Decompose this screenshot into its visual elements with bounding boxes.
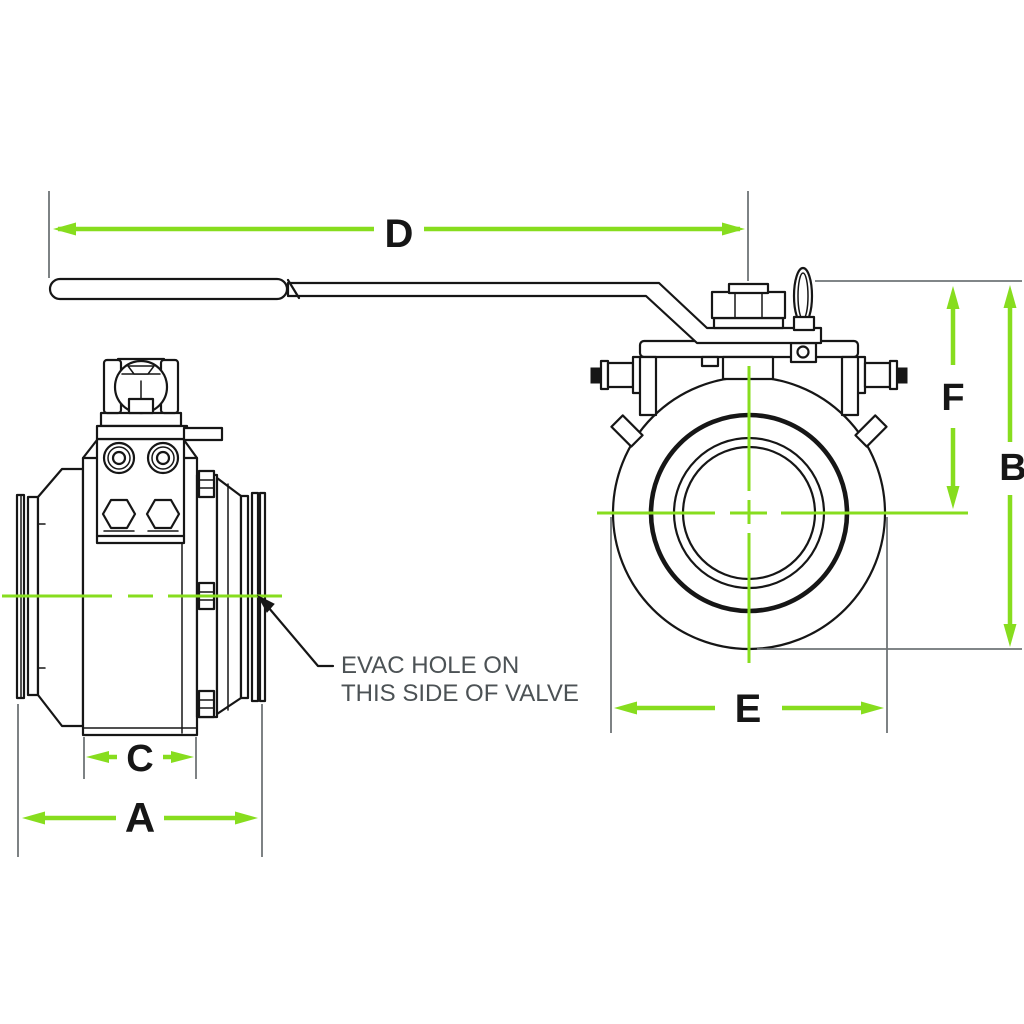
dimension-d: D: [48, 191, 749, 281]
socket-bolt-right: [146, 441, 180, 475]
leader-arrowhead: [256, 594, 275, 613]
handle-bar: [286, 281, 823, 345]
plate-stud-bottom: [197, 689, 216, 719]
stem-plate-lower: [95, 424, 189, 441]
plate-stud-top: [197, 469, 216, 499]
clip-hole-tab: [789, 341, 818, 364]
handle: [48, 277, 823, 345]
dimension-f: F: [941, 286, 965, 509]
bracket-arm: [182, 426, 224, 442]
diagonal-bolt-right: [854, 414, 888, 448]
dim-label-d: D: [385, 212, 414, 256]
dim-label-c: C: [126, 738, 153, 780]
bracket-tab: [700, 355, 720, 368]
dim-label-b: B: [999, 447, 1024, 489]
note-line-2: THIS SIDE OF VALVE: [341, 680, 579, 707]
stem-plate-upper: [99, 411, 183, 428]
dimension-c: C: [83, 737, 197, 780]
note-callout: EVAC HOLE ON THIS SIDE OF VALVE: [256, 594, 579, 707]
side-bolt-right: [854, 355, 908, 395]
nut-washer: [712, 316, 785, 330]
socket-bolt-left: [102, 441, 136, 475]
dim-label-a: A: [125, 794, 155, 841]
side-view: [15, 357, 267, 737]
dim-label-e: E: [735, 687, 762, 731]
dimension-a: A: [17, 704, 263, 857]
stem-tip: [727, 282, 770, 295]
hex-bolt-right: [145, 498, 181, 532]
dim-label-f: F: [941, 377, 964, 419]
centerlines: [2, 366, 968, 663]
side-bolt-left: [590, 355, 644, 395]
nut-hex: [710, 290, 787, 320]
stem-nut: [710, 282, 787, 330]
dimension-e: E: [610, 517, 888, 733]
leader-line: [261, 599, 335, 668]
handle-grip: [48, 277, 289, 301]
bracket-leg-left: [638, 355, 658, 417]
note-line-1: EVAC HOLE ON: [341, 652, 519, 679]
hex-bolt-left: [101, 498, 137, 532]
bracket-leg-right: [840, 355, 860, 417]
diagonal-bolt-left: [610, 414, 644, 448]
locking-clip: [792, 266, 816, 332]
stem-key-tab: [127, 397, 155, 415]
dimension-b: B: [999, 285, 1024, 647]
